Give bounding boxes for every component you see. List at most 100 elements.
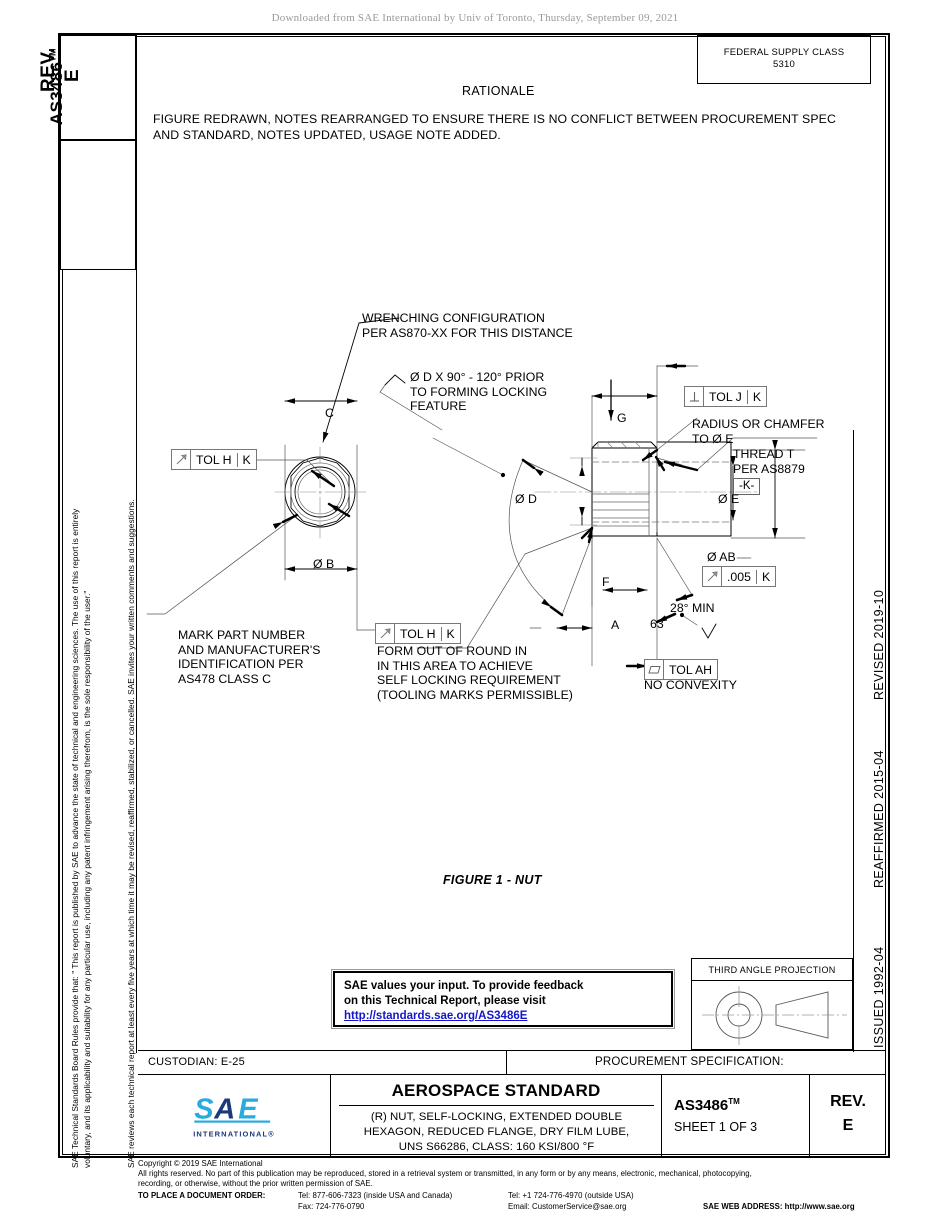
footer-order-row-2: Fax: 724-776-0790 Email: CustomerService… bbox=[138, 1202, 898, 1212]
dim-label-D: Ø D bbox=[515, 492, 537, 506]
dim-label-AB: Ø AB bbox=[707, 550, 736, 564]
footer-tel-outside: Tel: +1 724-776-4970 (outside USA) bbox=[508, 1190, 634, 1200]
dim-label-G: G bbox=[617, 411, 627, 425]
spine-doc-number-text: AS3486 bbox=[47, 61, 66, 125]
desc-line2: HEXAGON, REDUCED FLANGE, DRY FILM LUBE, bbox=[363, 1126, 630, 1138]
dim-A bbox=[529, 537, 593, 667]
feedback-link[interactable]: http://standards.sae.org/AS3486E bbox=[344, 1010, 528, 1022]
note-mark-line4: AS478 CLASS C bbox=[178, 671, 271, 686]
footer-rights-line1: All rights reserved. No part of this pub… bbox=[138, 1169, 752, 1179]
wrenching-leader-arrow bbox=[322, 322, 360, 443]
footer-email: Email: CustomerService@sae.org bbox=[508, 1201, 627, 1211]
dim-label-C: C bbox=[325, 406, 334, 420]
note-oor-line1: FORM OUT OF ROUND IN bbox=[377, 644, 528, 658]
fcf-tol-value: .005 bbox=[722, 569, 757, 584]
custodian-strip bbox=[138, 1050, 886, 1075]
rationale-body: FIGURE REDRAWN, NOTES REARRANGED TO ENSU… bbox=[153, 112, 836, 142]
chamfer-note-leader bbox=[379, 384, 443, 431]
footer-fax: Fax: 724-776-0790 bbox=[298, 1201, 365, 1211]
footer-rights-line2: recording, or otherwise, without the pri… bbox=[138, 1179, 373, 1189]
sae-logo-subtitle: INTERNATIONAL® bbox=[193, 1129, 275, 1139]
engineering-drawing bbox=[146, 317, 818, 669]
note-chamfer-line1: Ø D X 90° - 120° PRIOR bbox=[410, 370, 545, 384]
note-chamfer-line3: FEATURE bbox=[410, 399, 467, 414]
figure-caption: FIGURE 1 - NUT bbox=[443, 873, 542, 887]
fcf-datum: K bbox=[761, 569, 771, 584]
custodian-divider bbox=[506, 1050, 507, 1075]
feedback-line2: on this Technical Report, please visit bbox=[344, 995, 546, 1007]
fcf-tol-value: TOL H bbox=[191, 452, 238, 467]
title-block-rev-value: E bbox=[842, 1117, 854, 1134]
fcf-tol-h-k-top: TOL H K bbox=[171, 449, 257, 470]
note-wrenching: WRENCHING CONFIGURATION PER AS870-XX FOR… bbox=[362, 311, 573, 340]
mark-part-arrow bbox=[272, 513, 299, 529]
dim-label-A: A bbox=[611, 618, 620, 632]
downloaded-from-banner: Downloaded from SAE International by Uni… bbox=[271, 12, 679, 24]
note-28-min: 28° MIN bbox=[670, 601, 715, 615]
rationale-heading: RATIONALE bbox=[462, 84, 535, 98]
footer-spacer bbox=[138, 1202, 298, 1212]
right-spine-divider bbox=[853, 430, 854, 1052]
procurement-spec-label: PROCUREMENT SPECIFICATION: bbox=[595, 1056, 784, 1068]
title-block-rule bbox=[339, 1105, 654, 1106]
note-wrenching-line2: PER AS870-XX FOR THIS DISTANCE bbox=[362, 325, 573, 340]
fcf-tol-h-k-bottom: TOL H K bbox=[375, 623, 461, 644]
dim-F bbox=[591, 537, 658, 667]
fcf-tol-value: TOL H bbox=[395, 626, 442, 641]
note-radius-line1: RADIUS OR CHAMFER bbox=[692, 417, 825, 431]
title-block-docnum-cell: AS3486TM SHEET 1 OF 3 bbox=[662, 1075, 810, 1157]
note-mark-line2: AND MANUFACTURER'S bbox=[178, 642, 321, 657]
fcf-tol-ah: TOL AH bbox=[644, 659, 719, 680]
drawing-outer-frame bbox=[58, 33, 890, 1158]
date-revised: REVISED 2019-10 bbox=[872, 589, 886, 700]
note-oor-line2: IN THIS AREA TO ACHIEVE bbox=[377, 658, 533, 673]
fcf-ab-005-k: .005 K bbox=[702, 566, 777, 587]
note-thread-line1: THREAD T bbox=[733, 447, 795, 461]
title-block-title-cell: AEROSPACE STANDARD (R) NUT, SELF-LOCKING… bbox=[331, 1075, 662, 1157]
spine-doc-tm: TM bbox=[47, 48, 58, 62]
perpendicularity-icon bbox=[685, 387, 704, 406]
date-reaffirmed: REAFFIRMED 2015-04 bbox=[872, 750, 886, 888]
footer-order-label: TO PLACE A DOCUMENT ORDER: bbox=[138, 1190, 266, 1200]
third-angle-projection-title: THIRD ANGLE PROJECTION bbox=[692, 959, 852, 981]
standards-board-paragraph-1: SAE Technical Standards Board Rules prov… bbox=[70, 509, 93, 1168]
feedback-box: SAE values your input. To provide feedba… bbox=[331, 969, 675, 1029]
board-p1-line1: SAE Technical Standards Board Rules prov… bbox=[70, 508, 80, 1168]
selflock-arrow-left bbox=[327, 502, 351, 518]
dim-label-F: F bbox=[602, 575, 610, 589]
note-mark-part: MARK PART NUMBER AND MANUFACTURER'S IDEN… bbox=[178, 628, 320, 686]
svg-text:A: A bbox=[213, 1094, 235, 1124]
federal-supply-class-label: FEDERAL SUPPLY CLASS bbox=[723, 47, 845, 58]
feedback-line1: SAE values your input. To provide feedba… bbox=[344, 980, 584, 992]
sae-logo-icon: S A E bbox=[194, 1094, 270, 1126]
fcf-tol-value: TOL J bbox=[704, 389, 748, 404]
note-radius-line2: TO Ø E bbox=[692, 431, 734, 446]
note-mark-line3: IDENTIFICATION PER bbox=[178, 657, 304, 672]
footer-tel-inside: Tel: 877-606-7323 (inside USA and Canada… bbox=[298, 1190, 453, 1200]
arc-D-left bbox=[508, 459, 563, 616]
date-issued: ISSUED 1992-04 bbox=[872, 946, 886, 1049]
desc-line1: (R) NUT, SELF-LOCKING, EXTENDED DOUBLE bbox=[370, 1111, 623, 1123]
fcf-tol-value: TOL AH bbox=[669, 662, 713, 677]
fcf-datum: K bbox=[446, 626, 455, 641]
footer: Copyright © 2019 SAE International All r… bbox=[138, 1159, 898, 1212]
tb-doc-tm: TM bbox=[728, 1097, 740, 1106]
note-oor-line4: (TOOLING MARKS PERMISSIBLE) bbox=[377, 687, 573, 702]
drawing-inner-frame bbox=[62, 36, 886, 1155]
fcf-datum: K bbox=[242, 452, 251, 467]
board-p1-line2: voluntary, and its applicability and sui… bbox=[81, 590, 92, 1168]
side-view-nut bbox=[534, 441, 758, 537]
tb-doc-number-text: AS3486 bbox=[674, 1097, 729, 1114]
title-block-document-number: AS3486TM bbox=[674, 1097, 740, 1114]
note-surface-finish: 63 bbox=[650, 617, 664, 631]
note-out-of-round: FORM OUT OF ROUND IN IN THIS AREA TO ACH… bbox=[377, 644, 573, 702]
runout-icon bbox=[703, 567, 722, 586]
note-thread-line2: PER AS8879 bbox=[733, 461, 805, 476]
dim-label-B: Ø B bbox=[313, 557, 335, 571]
standards-board-paragraph-2: SAE reviews each technical report at lea… bbox=[126, 499, 136, 1168]
left-spine-divider bbox=[136, 33, 137, 1053]
note-no-convexity: NO CONVEXITY bbox=[644, 678, 737, 692]
wrenching-leader-stub bbox=[358, 317, 400, 324]
sheet-number: SHEET 1 OF 3 bbox=[674, 1120, 758, 1134]
runout-icon bbox=[172, 450, 191, 469]
